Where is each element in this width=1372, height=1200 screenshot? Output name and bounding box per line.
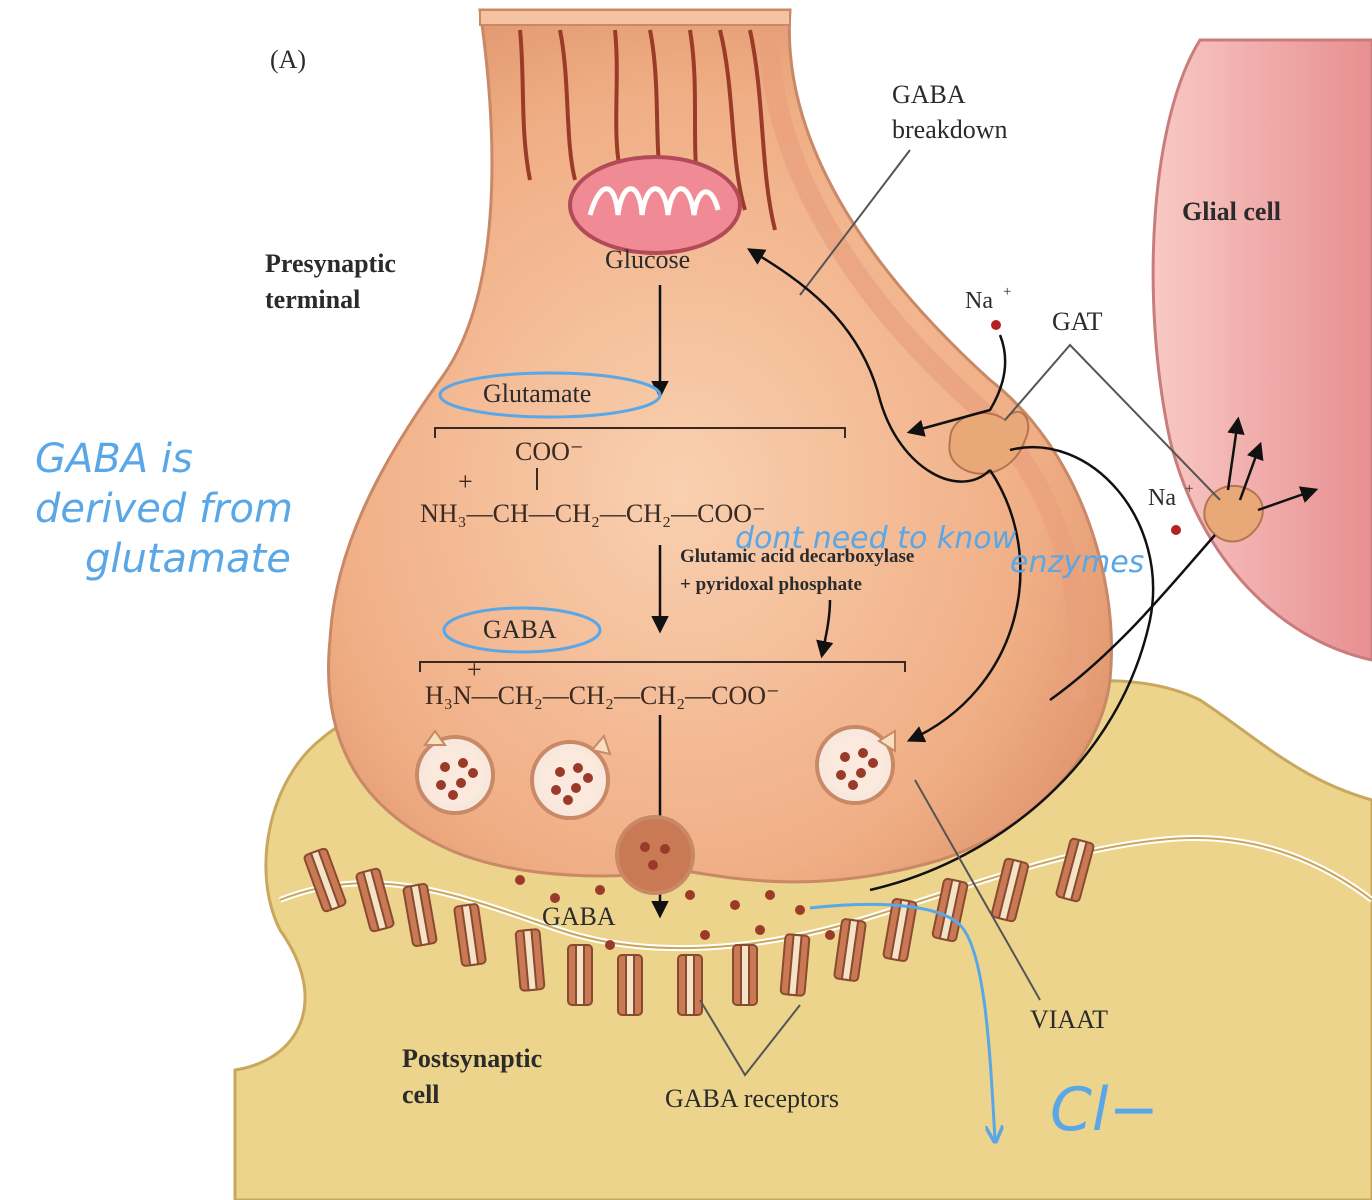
arrow-gaba-to-vesicle: [906, 469, 1022, 743]
figure-letter: (A): [270, 45, 306, 74]
presynaptic-label-1: Presynaptic: [265, 249, 396, 278]
gaba-breakdown-leader: [799, 149, 911, 296]
arrow-gaba-to-breakdown: [746, 248, 991, 483]
glucose-label: Glucose: [605, 245, 690, 274]
gat-leader-lines: [1004, 343, 1221, 501]
viaat-label: VIAAT: [1030, 1005, 1108, 1034]
arrow-cofactor: [816, 599, 834, 659]
synaptic-vesicles: [415, 725, 896, 895]
handwritten-chloride-arrow: [809, 902, 995, 1140]
vesicle: [530, 734, 612, 820]
gaba-receptors-leader: [699, 999, 801, 1077]
handwritten-note-2: derived from: [35, 486, 293, 532]
handwritten-enzymes-note-1: dont need to know: [735, 521, 1017, 556]
gaba-brace: [419, 661, 906, 672]
gaba-formula: H₃N—CH₂—CH₂—CH₂—COO⁻: [425, 681, 780, 710]
handwritten-note-1: GABA is: [35, 436, 193, 482]
enzyme-label-2: + pyridoxal phosphate: [680, 574, 862, 595]
glutamate-circle-annotation: [438, 371, 662, 419]
glutamate-brace: [434, 427, 846, 438]
gaba-breakdown-label-1: GABA: [892, 80, 966, 109]
sodium-ion-right: [1171, 525, 1181, 535]
fusing-vesicle: [615, 815, 695, 895]
arrow-glial-out-2: [1238, 441, 1264, 501]
gaba-plus: +: [467, 655, 482, 684]
gaba-breakdown-label-2: breakdown: [892, 115, 1008, 144]
enzyme-label-1: Glutamic acid decarboxylase: [680, 546, 914, 567]
vesicle: [815, 725, 896, 805]
gaba-cleft-label: GABA: [542, 902, 616, 931]
handwritten-note-3: glutamate: [85, 536, 291, 582]
viaat-leader: [914, 779, 1041, 1001]
gaba-label-mid: GABA: [483, 615, 557, 644]
vesicle: [415, 729, 495, 815]
glutamate-formula: NH₃—CH—CH₂—CH₂—COO⁻: [420, 499, 766, 528]
sodium-label-right: Na: [1148, 485, 1176, 511]
presynaptic-label-2: terminal: [265, 285, 360, 314]
terminal-membrane: [759, 9, 1089, 702]
arrow-sodium-influx: [906, 334, 1007, 437]
gat-label: GAT: [1052, 307, 1103, 336]
postsynaptic-label-1: Postsynaptic: [402, 1044, 542, 1073]
gaba-receptors: [303, 837, 1095, 1016]
sodium-ion-top: [991, 320, 1001, 330]
arrow-glial-out-3: [1257, 486, 1319, 512]
sodium-label-top: Na: [965, 288, 993, 314]
gaba-receptors-label: GABA receptors: [665, 1084, 839, 1113]
arrow-glial-out-1: [1226, 416, 1245, 491]
glutamate-carboxyl: COO⁻: [515, 437, 584, 466]
mitochondrion: [568, 155, 742, 255]
sodium-charge-top: +: [1003, 284, 1011, 300]
handwritten-enzymes-note-2: enzymes: [1010, 545, 1144, 580]
sodium-charge-right: +: [1185, 481, 1193, 497]
handwritten-chloride: Cl−: [1050, 1075, 1159, 1145]
arrow-gaba-reuptake-neuronal: [869, 446, 1155, 892]
gaba-circle-annotation: [442, 606, 602, 654]
glial-cell-label: Glial cell: [1182, 197, 1281, 226]
postsynaptic-label-2: cell: [402, 1080, 440, 1109]
presynaptic-terminal: [327, 8, 1113, 884]
arrow-gaba-reuptake-glial: [1049, 534, 1216, 702]
glutamate-plus: +: [458, 467, 473, 496]
glutamate-label: Glutamate: [483, 379, 591, 408]
